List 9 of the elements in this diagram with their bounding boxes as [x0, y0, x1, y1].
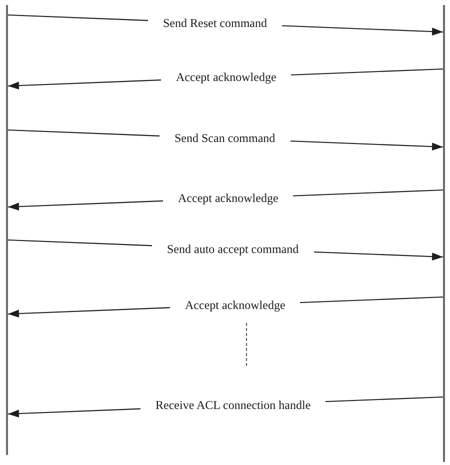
message-label: Send auto accept command	[167, 242, 299, 256]
message-label: Accept acknowledge	[178, 191, 278, 206]
message-label: Accept acknowledge	[176, 70, 276, 84]
message-label: Accept acknowledge	[185, 298, 286, 312]
message-label: Send Reset command	[163, 16, 267, 30]
message-label: Receive ACL connection handle	[156, 398, 311, 412]
lifeline	[6, 5, 8, 455]
message-label: Send Scan command	[174, 131, 276, 146]
lifeline	[443, 5, 445, 462]
